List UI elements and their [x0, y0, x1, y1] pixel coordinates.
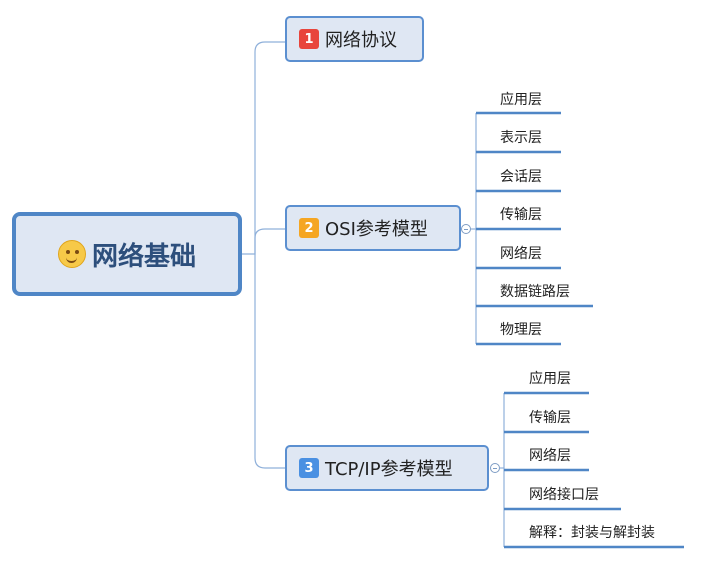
tcp-connectors: [500, 393, 505, 547]
branch-osi-model[interactable]: 2 OSI参考模型: [285, 205, 461, 251]
root-label: 网络基础: [91, 241, 196, 272]
collapse-toggle-icon[interactable]: [461, 224, 471, 234]
leaf-underlines: [476, 111, 684, 549]
priority-badge-3: 3: [299, 458, 319, 478]
leaf-tcp-network[interactable]: 网络层: [529, 448, 571, 464]
leaf-osi-transport[interactable]: 传输层: [500, 207, 542, 223]
branch-network-protocol[interactable]: 1 网络协议: [285, 16, 424, 62]
root-node[interactable]: 网络基础: [12, 212, 242, 296]
smiley-emoji-icon: [57, 240, 86, 268]
leaf-osi-datalink[interactable]: 数据链路层: [500, 284, 570, 300]
branch-label: 网络协议: [325, 30, 397, 51]
leaf-tcp-transport[interactable]: 传输层: [529, 410, 571, 426]
leaf-tcp-interface[interactable]: 网络接口层: [529, 487, 599, 503]
root-connectors: [242, 41, 285, 469]
leaf-osi-application[interactable]: 应用层: [500, 92, 542, 108]
branch-label: TCP/IP参考模型: [325, 459, 453, 480]
leaf-osi-session[interactable]: 会话层: [500, 169, 542, 185]
leaf-tcp-application[interactable]: 应用层: [529, 371, 571, 387]
branch-label: OSI参考模型: [325, 219, 428, 240]
collapse-toggle-icon[interactable]: [490, 463, 500, 473]
leaf-osi-presentation[interactable]: 表示层: [500, 130, 542, 146]
priority-badge-1: 1: [299, 29, 319, 49]
leaf-tcp-explanation[interactable]: 解释：封装与解封装: [529, 525, 655, 541]
osi-connectors: [471, 113, 477, 344]
leaf-osi-network[interactable]: 网络层: [500, 246, 542, 262]
leaf-osi-physical[interactable]: 物理层: [500, 322, 542, 338]
priority-badge-2: 2: [299, 218, 319, 238]
branch-tcpip-model[interactable]: 3 TCP/IP参考模型: [285, 445, 489, 491]
